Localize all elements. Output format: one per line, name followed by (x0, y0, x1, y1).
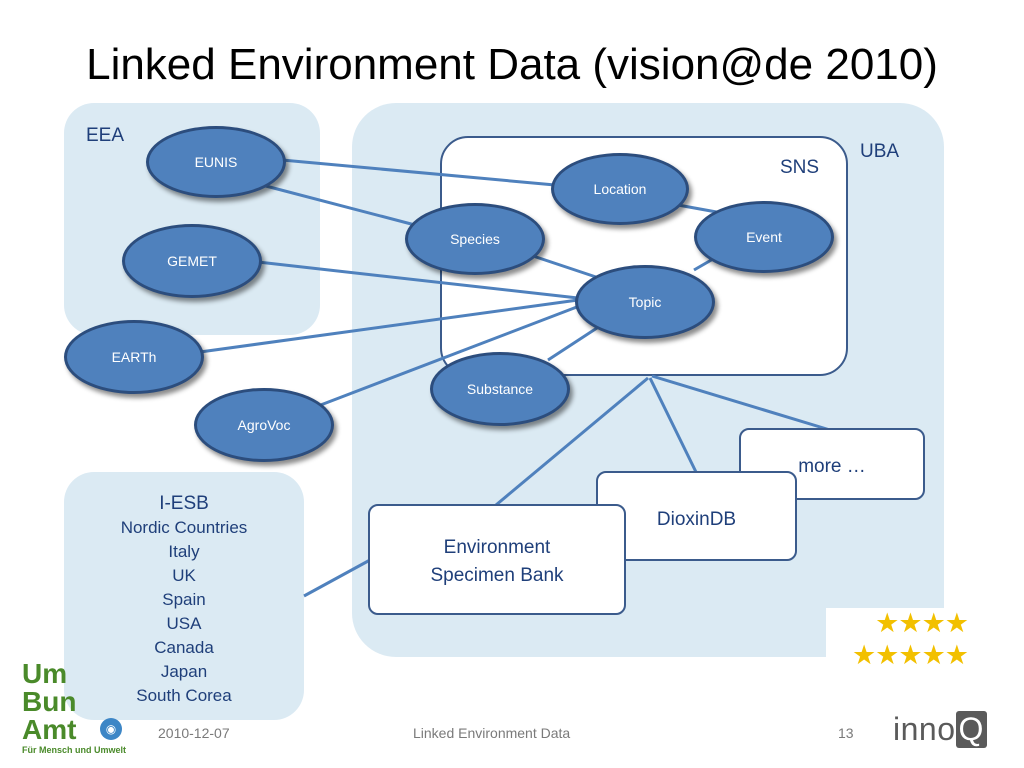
edge-species-topic (529, 253, 597, 279)
edge-agrovoc-topic (317, 303, 583, 408)
iesb-list: I-ESB Nordic Countries Italy UK Spain US… (64, 492, 304, 708)
edge-eunis-location (281, 158, 556, 187)
sns-label: SNS (780, 157, 820, 178)
esb-label-line2: Specimen Bank (430, 565, 564, 586)
node-topic[interactable]: Topic (575, 265, 715, 339)
five-star-rating: ★★★★ ★★★★★ (826, 608, 972, 672)
iesb-item: Italy (168, 542, 200, 561)
iesb-item: UK (172, 566, 196, 585)
node-event[interactable]: Event (694, 201, 834, 273)
uba-tagline: Für Mensch und Umwelt (22, 745, 127, 755)
footer-page-number: 13 (838, 725, 854, 741)
box-dioxindb-label: DioxinDB (656, 509, 737, 530)
uba-logo-line1: Um (22, 658, 68, 689)
box-environment-specimen-bank[interactable]: Environment Specimen Bank (368, 504, 626, 615)
box-dioxindb[interactable]: DioxinDB (596, 471, 797, 561)
iesb-item: Nordic Countries (120, 518, 248, 537)
slide-title: Linked Environment Data (vision@de 2010) (86, 40, 938, 89)
uba-logo: Um Bun Amt Für Mensch und Umwelt (22, 660, 126, 756)
edge-sns-esb (495, 376, 649, 507)
iesb-region (64, 472, 304, 720)
stars-row-five: ★★★★★ (851, 640, 969, 670)
node-species[interactable]: Species (405, 203, 545, 275)
footer-title: Linked Environment Data (413, 725, 571, 741)
innoq-logo: innoQ (893, 711, 987, 748)
esb-label-line1: Environment (443, 537, 551, 558)
stars-row-four: ★★★★ (875, 608, 969, 638)
uba-label: UBA (860, 141, 900, 162)
edge-sns-more (651, 374, 831, 432)
innoq-logo-q: Q (955, 711, 987, 748)
iesb-heading: I-ESB (159, 493, 209, 514)
innoq-logo-text: inno (893, 711, 956, 747)
footer-date: 2010-12-07 (158, 725, 230, 741)
edge-substance-topic (547, 324, 601, 362)
iesb-item: Japan (160, 662, 208, 681)
edge-iesb-esb (303, 558, 371, 598)
box-more-label: more … (798, 456, 866, 477)
node-earth[interactable]: EARTh (64, 320, 204, 394)
edge-earth-topic (199, 298, 579, 354)
node-location[interactable]: Location (551, 153, 689, 225)
iesb-item: Canada (154, 638, 214, 657)
iesb-item: Spain (162, 590, 206, 609)
node-substance[interactable]: Substance (430, 352, 570, 426)
uba-logo-line2: Bun (22, 686, 77, 717)
node-eunis[interactable]: EUNIS (146, 126, 286, 198)
un-emblem-icon: ◉ (100, 718, 122, 740)
edge-eunis-species (261, 183, 416, 227)
uba-logo-line3: Amt (22, 714, 77, 745)
iesb-item: USA (166, 614, 202, 633)
edge-sns-dioxindb (648, 377, 698, 473)
iesb-item: South Corea (136, 686, 232, 705)
eea-label: EEA (86, 125, 125, 146)
box-more[interactable]: more … (739, 428, 925, 500)
node-gemet[interactable]: GEMET (122, 224, 262, 298)
node-agrovoc[interactable]: AgroVoc (194, 388, 334, 462)
edge-gemet-topic (257, 260, 579, 300)
